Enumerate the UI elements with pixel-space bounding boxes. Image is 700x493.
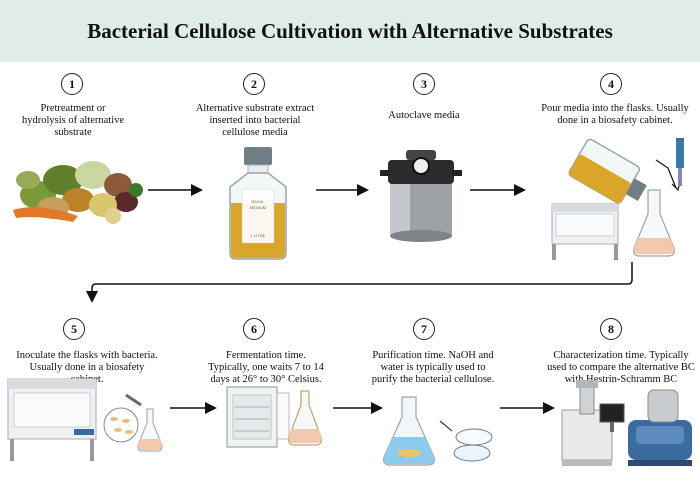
step-8-number: 8 (600, 318, 622, 340)
step-2-number: 2 (243, 73, 265, 95)
step-6-text: Fermentation time. Typically, one waits … (208, 350, 324, 385)
step-2-text: Alternative substrate extract inserted i… (195, 103, 315, 138)
step-1-text: Pretreatment or hydrolysis of alternativ… (21, 103, 125, 138)
diagram-title: Bacterial Cellulose Cultivation with Alt… (87, 18, 613, 43)
title-banner: Bacterial Cellulose Cultivation with Alt… (0, 0, 700, 62)
incubator-illustration (226, 386, 322, 448)
inoculation-illustration (7, 378, 163, 461)
step-7-number: 7 (413, 318, 435, 340)
step-7-text: Purification time. NaOH and water is typ… (371, 350, 495, 385)
step-3-number: 3 (413, 73, 435, 95)
autoclave-illustration (380, 150, 462, 242)
step-4-text: Pour media into the flasks. Usually done… (541, 103, 689, 126)
characterization-illustration (561, 380, 692, 466)
bottle-label-line2: MEDIUM (250, 205, 266, 210)
purification-illustration (383, 396, 493, 466)
step-1-number: 1 (61, 73, 83, 95)
media-bottle-illustration: BASAL MEDIUM 1 LITRE (229, 147, 287, 260)
pouring-media-illustration (551, 138, 684, 260)
bottle-label-line3: 1 LITRE (251, 233, 266, 238)
step-8-text: Characterization time. Typically used to… (547, 350, 695, 385)
arrow-4-5 (86, 262, 633, 303)
step-5-number: 5 (63, 318, 85, 340)
step-3-text: Autoclave media (388, 110, 460, 121)
step-6-number: 6 (243, 318, 265, 340)
vegetables-illustration (13, 161, 143, 224)
step-4-number: 4 (600, 73, 622, 95)
bottle-label-line1: BASAL (252, 199, 266, 204)
